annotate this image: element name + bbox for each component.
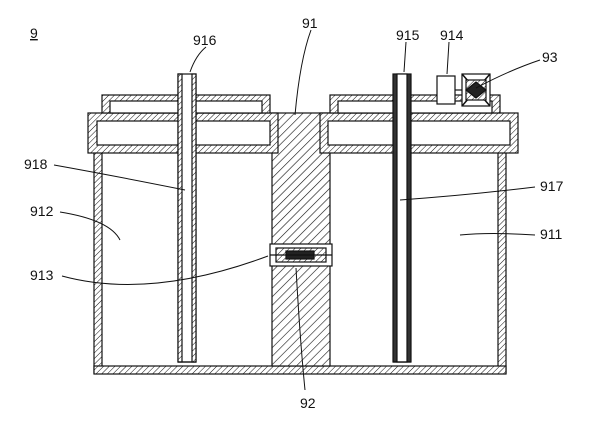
reference-labels: 916 91 915 914 93 918 912 917 911 913 92 [24,15,564,411]
label-918: 918 [24,156,48,172]
label-911: 911 [540,226,563,242]
label-912: 912 [30,203,54,219]
connector-914 [436,75,462,105]
tube-916 [177,73,197,363]
valve-92 [269,243,333,267]
tube-915 [392,73,412,363]
label-93: 93 [542,49,558,65]
label-92: 92 [300,395,316,411]
label-915: 915 [396,27,420,43]
valve-93 [461,73,491,107]
label-91: 91 [302,15,318,31]
label-916: 916 [193,32,217,48]
figure-number: 9 [30,25,38,41]
partition-91 [271,112,331,367]
label-913: 913 [30,267,54,283]
leader-lines [53,29,541,391]
label-917: 917 [540,178,564,194]
label-914: 914 [440,27,464,43]
right-lid [319,94,519,154]
